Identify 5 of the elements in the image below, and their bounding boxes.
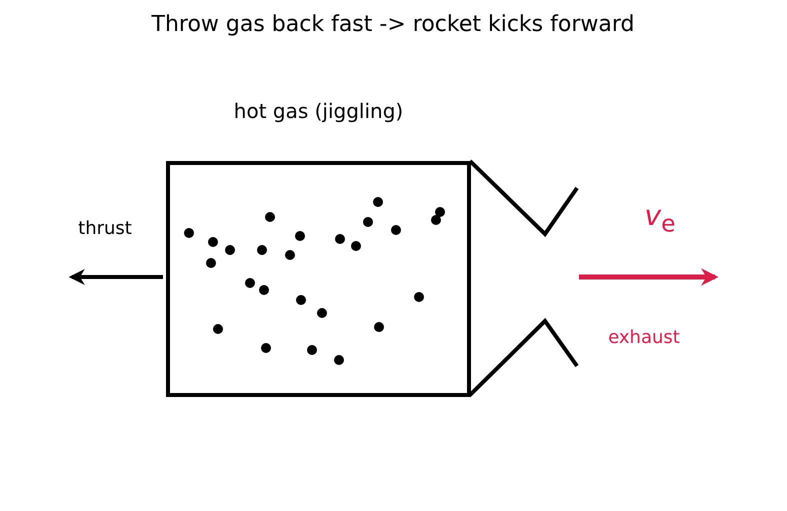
title: Throw gas back fast -> rocket kicks forward: [152, 14, 634, 36]
velocity-symbol: v$_{e}$: [644, 202, 676, 236]
arrow-label: exhaust: [608, 329, 680, 347]
box-heading: hot gas (jiggling): [234, 101, 404, 121]
force-label: thrust: [78, 220, 132, 238]
